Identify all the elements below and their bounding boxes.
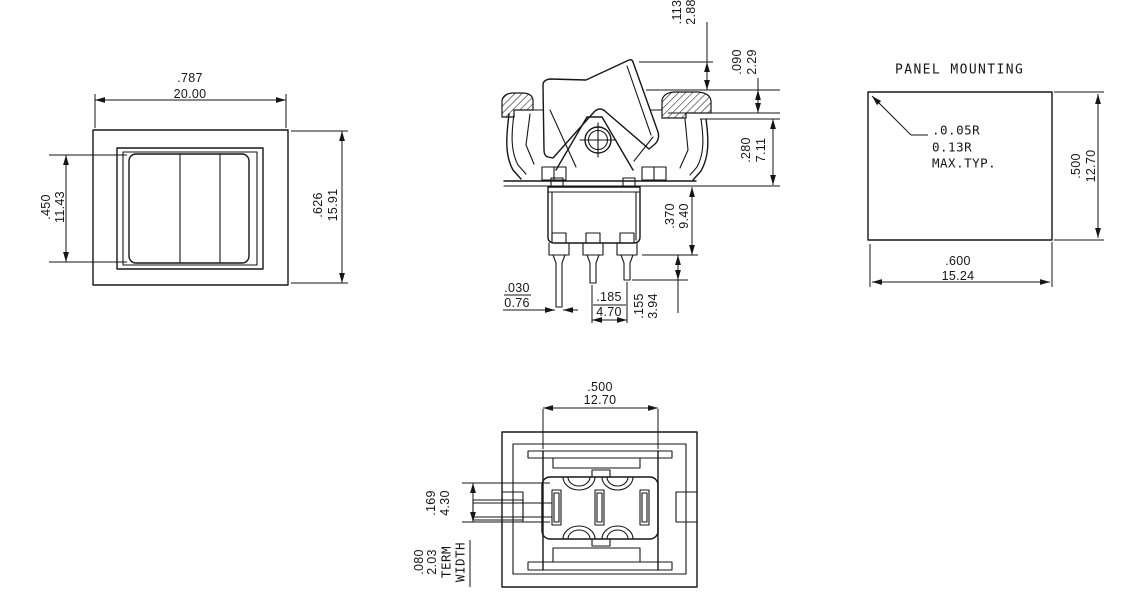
module-tab-top [591, 469, 611, 478]
corner-radius-note-line2: 0.13R [932, 140, 972, 155]
bottom-view-dimensions: .500 12.70 .169 4.30 .080 2.03 TERM WIDT… [412, 380, 659, 587]
bezel-height-inch-label: .090 [730, 49, 744, 75]
pin-channel-center [585, 232, 601, 244]
panel-mounting-view: PANEL MOUNTING .0.05R 0.13R MAX.TYP. .50… [867, 63, 1104, 287]
pin-spacing-inch-label: .185 [596, 290, 622, 304]
term-label-word2: WIDTH [453, 542, 468, 582]
panel-cutout-rect [867, 91, 1053, 241]
corner-radius-note-line1: .0.05R [932, 123, 980, 138]
front-height-inch-label: .626 [311, 192, 325, 218]
scallop-bottom-right [601, 525, 634, 540]
snap-depth-mm-label: 7.11 [754, 138, 768, 163]
pin-spacing-mm-label: 4.70 [596, 305, 622, 319]
switch-frame-outer [92, 129, 289, 286]
term-width-inch-label: .080 [412, 549, 426, 575]
rocker-edge-inner-right [626, 65, 652, 136]
housing-band-top [527, 450, 673, 459]
terminal-pin-right [620, 254, 634, 281]
body-depth-mm-label: 9.40 [677, 203, 691, 229]
slot-height-inch-label: .169 [424, 490, 438, 516]
rocker-skirt-right [633, 136, 654, 162]
body-tab-right [616, 242, 638, 256]
terminal-slot-right [639, 489, 650, 526]
housing-wall-right-inner [689, 118, 704, 176]
terminal-slot-center [594, 489, 605, 526]
pin-length-inch-label: .155 [632, 293, 646, 319]
term-label-word1: TERM [439, 546, 454, 578]
housing-step-bottom [552, 547, 641, 563]
front-view-outline [92, 129, 289, 286]
housing-band-bottom [527, 561, 673, 571]
term-width-mm-label: 2.03 [425, 549, 439, 575]
front-view-dimensions: .787 20.00 .626 15.91 .450 11.43 [39, 71, 348, 284]
bottom-width-inch-label: .500 [587, 380, 613, 394]
front-height-mm-label: 15.91 [326, 189, 340, 222]
pin-channel-right [619, 232, 635, 244]
body-tab-left [548, 242, 570, 256]
pin-channel-left [551, 232, 567, 244]
front-width-inch-label: .787 [177, 71, 203, 85]
rocker-height-mm-label: 11.43 [53, 191, 67, 223]
housing-wall-left-outer [506, 113, 522, 180]
terminal-slot-left [551, 489, 562, 526]
rocker-face [128, 153, 250, 264]
pin-thickness-inch-label: .030 [504, 281, 530, 295]
panel-mounting-dimensions: .500 12.70 .600 15.24 [869, 91, 1104, 287]
bezel-height-mm-label: 2.29 [745, 49, 759, 75]
rocker-height-inch-label: .450 [39, 194, 53, 220]
front-view: .787 20.00 .626 15.91 .450 11.43 [39, 71, 348, 286]
bottom-view-outline [472, 431, 698, 588]
module-tab-bottom [591, 538, 611, 547]
body-depth-inch-label: .370 [663, 203, 677, 229]
cutout-width-mm-label: 15.24 [942, 269, 975, 283]
housing-wall-right-outer [692, 118, 709, 181]
housing-wall-left-inner [511, 113, 527, 175]
corner-radius-leader [871, 95, 912, 136]
bezel-inner-frame [122, 151, 258, 266]
terminal-pin-left [552, 254, 566, 308]
side-view-dimensions: .113 2.88 .090 2.29 .280 7.11 .370 9.40 … [503, 0, 780, 323]
snap-clip-right [679, 118, 689, 169]
pin-thickness-mm-label: 0.76 [504, 296, 530, 310]
body-tab-center [582, 242, 604, 256]
bottom-view: .500 12.70 .169 4.30 .080 2.03 TERM WIDT… [412, 380, 698, 588]
switch-body [547, 186, 641, 244]
rocker-skirt-left [549, 109, 577, 168]
scallop-top-right [601, 476, 634, 491]
actuator-height-mm-label: 2.88 [684, 0, 698, 25]
pivot-support [555, 116, 634, 171]
bottom-width-mm-label: 12.70 [584, 393, 617, 407]
scallop-bottom-left [562, 525, 596, 540]
cutout-height-inch-label: .500 [1069, 153, 1083, 179]
scallop-top-left [562, 476, 596, 491]
front-width-mm-label: 20.00 [174, 87, 207, 101]
panel-flange-right [661, 91, 712, 119]
snap-clip-left [525, 113, 535, 165]
housing-step-top [552, 457, 641, 469]
switch-bezel [116, 147, 264, 270]
side-view-outline [501, 59, 712, 308]
cutout-width-inch-label: .600 [945, 254, 971, 268]
panel-mounting-title: PANEL MOUNTING [895, 63, 1024, 78]
rocker-actuator-section [542, 59, 660, 159]
terminal-pin-center [586, 254, 600, 284]
pin-length-mm-label: 3.94 [646, 293, 660, 319]
bottom-inner-frame [512, 443, 687, 575]
snap-depth-inch-label: .280 [739, 137, 753, 163]
corner-radius-note-line3: MAX.TYP. [932, 156, 996, 171]
slot-height-mm-label: 4.30 [438, 490, 452, 516]
bottom-outer-frame [501, 431, 698, 588]
panel-flange-left [501, 92, 534, 118]
side-section-view: .113 2.88 .090 2.29 .280 7.11 .370 9.40 … [501, 0, 780, 323]
side-latch-right [675, 491, 698, 523]
cutout-height-mm-label: 12.70 [1084, 150, 1098, 183]
actuator-height-inch-label: .113 [670, 0, 684, 24]
